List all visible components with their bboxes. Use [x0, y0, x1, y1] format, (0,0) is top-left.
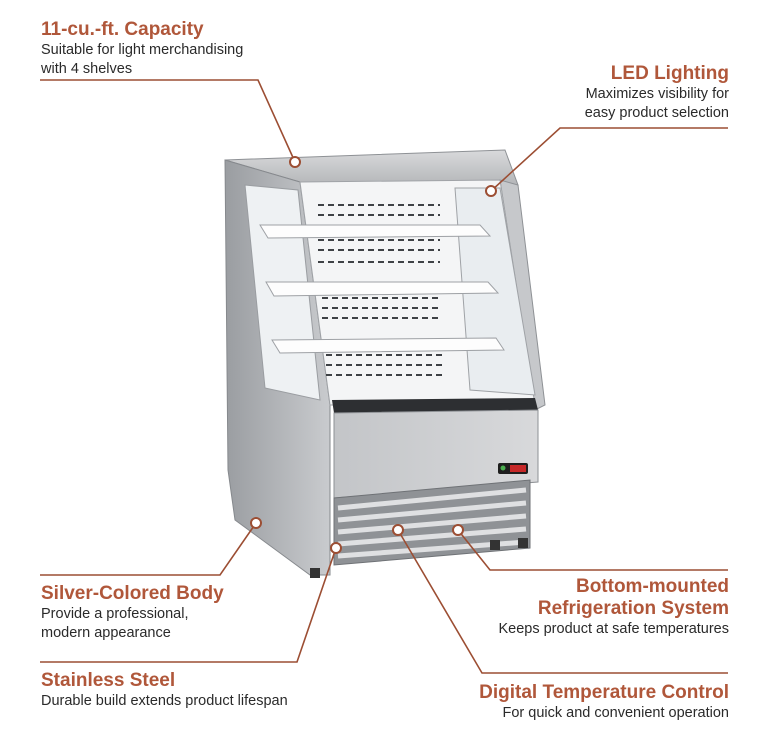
capacity-desc-line1: Suitable for light merchandising [41, 42, 244, 58]
marker-temperature [392, 524, 404, 536]
callout-steel: Stainless Steel Durable build extends pr… [41, 670, 288, 711]
marker-capacity [289, 156, 301, 168]
refrigeration-desc: Keeps product at safe temperatures [498, 621, 729, 637]
body-title: Silver-Colored Body [41, 583, 224, 604]
deck [332, 398, 538, 413]
callout-led: LED Lighting Maximizes visibility for ea… [585, 63, 729, 123]
capacity-title: 11-cu.-ft. Capacity [41, 19, 204, 40]
refrigeration-title-line2: Refrigeration System [537, 598, 729, 619]
leader-body [40, 522, 257, 576]
body-desc-line2: modern appearance [41, 625, 171, 641]
led-desc-line1: Maximizes visibility for [585, 86, 729, 102]
shelf-3 [271, 337, 505, 354]
steel-title: Stainless Steel [41, 670, 176, 691]
marker-led [485, 185, 497, 197]
callout-temperature: Digital Temperature Control For quick an… [479, 682, 729, 723]
lower-front [333, 409, 539, 499]
shelf-2 [265, 281, 500, 297]
capacity-desc-line2: with 4 shelves [41, 61, 133, 77]
led-desc-line2: easy product selection [584, 105, 729, 121]
leader-steel [40, 547, 337, 663]
callout-body: Silver-Colored Body Provide a profession… [41, 583, 224, 643]
leader-capacity [40, 79, 296, 163]
body-desc-line1: Provide a professional, [41, 606, 189, 622]
temperature-title: Digital Temperature Control [479, 682, 729, 703]
steel-desc: Durable build extends product lifespan [41, 693, 288, 709]
marker-refrigeration [452, 524, 464, 536]
leader-temperature [397, 529, 728, 674]
marker-steel [330, 542, 342, 554]
shelf-1 [259, 224, 492, 239]
leader-refrigeration [457, 529, 728, 571]
temperature-desc: For quick and convenient operation [502, 705, 729, 721]
refrigeration-title-line1: Bottom-mounted [575, 576, 729, 597]
callout-refrigeration: Bottom-mounted Refrigeration System Keep… [498, 576, 729, 639]
led-title: LED Lighting [610, 63, 729, 84]
callout-capacity: 11-cu.-ft. Capacity Suitable for light m… [41, 19, 243, 79]
leader-led [490, 127, 728, 192]
marker-body [250, 517, 262, 529]
